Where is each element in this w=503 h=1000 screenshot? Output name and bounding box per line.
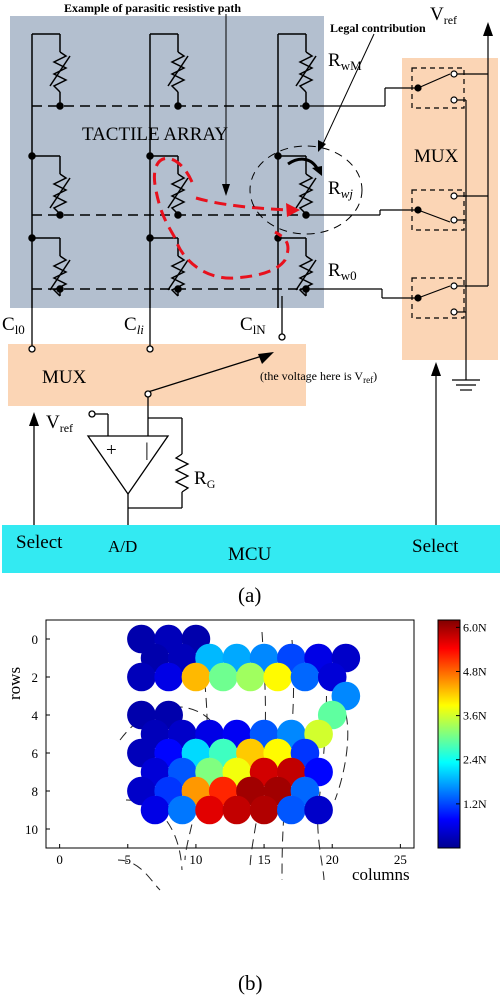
y-tick-label: 4 [32,708,39,723]
mcu-block [2,525,500,573]
circuit-diagram: Example of parasitic resistive path Lega… [2,1,500,607]
colorbar-ticks: 1.2N 2.4N 3.6N 4.8N 6.0N [456,620,487,811]
colorbar-tick-label: 1.2N [463,797,487,811]
select-left-label: Select [16,532,63,553]
junction-dot [56,211,64,219]
opamp-plus: + [106,440,117,461]
legal-contribution-circle [249,145,363,235]
y-tick-label: 6 [32,746,39,761]
y-tick-label: 10 [25,822,38,837]
heat-point [167,795,197,825]
heat-point [290,662,320,692]
colorbar [437,619,461,849]
x-axis-label: columns [352,865,410,884]
row-label-w0: Rw0 [328,260,357,283]
y-axis-label: rows [5,667,24,700]
heat-point [208,662,238,692]
y-axis-ticks: 0 2 4 6 8 10 [25,632,50,837]
y-tick-label: 8 [32,784,39,799]
resistor-variable-arrow [167,177,189,209]
parasitic-path [152,156,290,280]
heat-point [263,662,293,692]
x-tick-label: 20 [326,852,339,867]
heat-point [181,662,211,692]
resistor-variable-arrow [49,55,71,87]
legal-annotation: Legal contribution [330,21,426,35]
resistor-variable-arrow [295,259,317,291]
heat-point [127,662,156,692]
parasitic-arrow-head [286,203,300,217]
opamp-symbol [86,435,170,496]
heat-point [249,795,279,825]
junction-dot [174,285,182,293]
x-tick-label: 25 [394,852,407,867]
ad-label: A/D [108,537,137,556]
junction-dot [146,234,154,242]
resistor-variable-arrow [49,177,71,209]
heat-point [304,795,333,825]
parasitic-annotation: Example of parasitic resistive path [64,1,241,15]
x-tick-label: 5 [125,852,132,867]
x-axis-ticks: 0 5 10 15 20 25 [56,844,407,867]
tactile-array-block [10,16,324,308]
caption-a: (a) [238,583,261,607]
select-right-label: Select [412,536,459,557]
col-label-l0: Cl0 [2,314,25,337]
junction-dot [28,234,36,242]
heat-point [236,662,265,692]
arrow-bottom-select [29,412,39,426]
vref-note: (the voltage here is Vref) [260,369,377,385]
vref-left-label: Vref [46,412,73,435]
tactile-array-label: TACTILE ARRAY [82,124,228,145]
right-mux-switches [300,28,489,525]
rg-label: RG [194,468,216,491]
array-wiring [28,33,317,308]
x-tick-label: 10 [189,852,202,867]
bottom-mux-wiring [28,296,286,525]
heat-point [195,795,224,825]
right-mux-label: MUX [414,146,459,167]
junction-dot [56,285,64,293]
junction-dot [274,152,282,160]
y-tick-label: 0 [32,632,39,647]
resistor-variable-arrow [295,55,317,87]
colorbar-tick-label: 6.0N [463,620,487,634]
resistor-variable-arrow [49,259,71,291]
resistor-variable-arrow [295,177,317,209]
junction-dot [56,102,64,110]
parasitic-path-arm [195,196,289,212]
bottom-mux-block [8,344,306,406]
col-label-li: Cli [124,314,144,337]
resistor-variable-arrow [167,55,189,87]
row-label-wj: Rwj [328,178,353,201]
junction-dot [174,211,182,219]
row-label-wm: RwM [328,50,362,73]
junction-dot [174,102,182,110]
junction-dot [146,152,154,160]
caption-b: (b) [238,971,263,995]
resistor-variable-arrow [167,259,189,291]
heat-point [154,662,183,692]
heat-points [127,624,361,825]
mcu-label: MCU [228,544,272,565]
x-tick-label: 0 [56,852,63,867]
heat-point [222,795,252,825]
opamp-minus: | [145,440,149,461]
arrow-vref-top [483,22,493,36]
mux-switch-arrowhead [258,352,274,364]
colorbar-tick-label: 4.8N [463,664,487,678]
bottom-mux-label: MUX [42,367,87,388]
y-tick-label: 2 [32,670,39,685]
colorbar-tick-label: 2.4N [463,753,487,767]
arrow-right-select [431,362,441,376]
col-label-ln: ClN [240,314,266,337]
heat-point [140,795,170,825]
x-tick-label: 15 [258,852,271,867]
junction-dot [28,152,36,160]
colorbar-tick-label: 3.6N [463,709,487,723]
heat-point [277,795,306,825]
vref-top-label: Vref [430,4,457,27]
